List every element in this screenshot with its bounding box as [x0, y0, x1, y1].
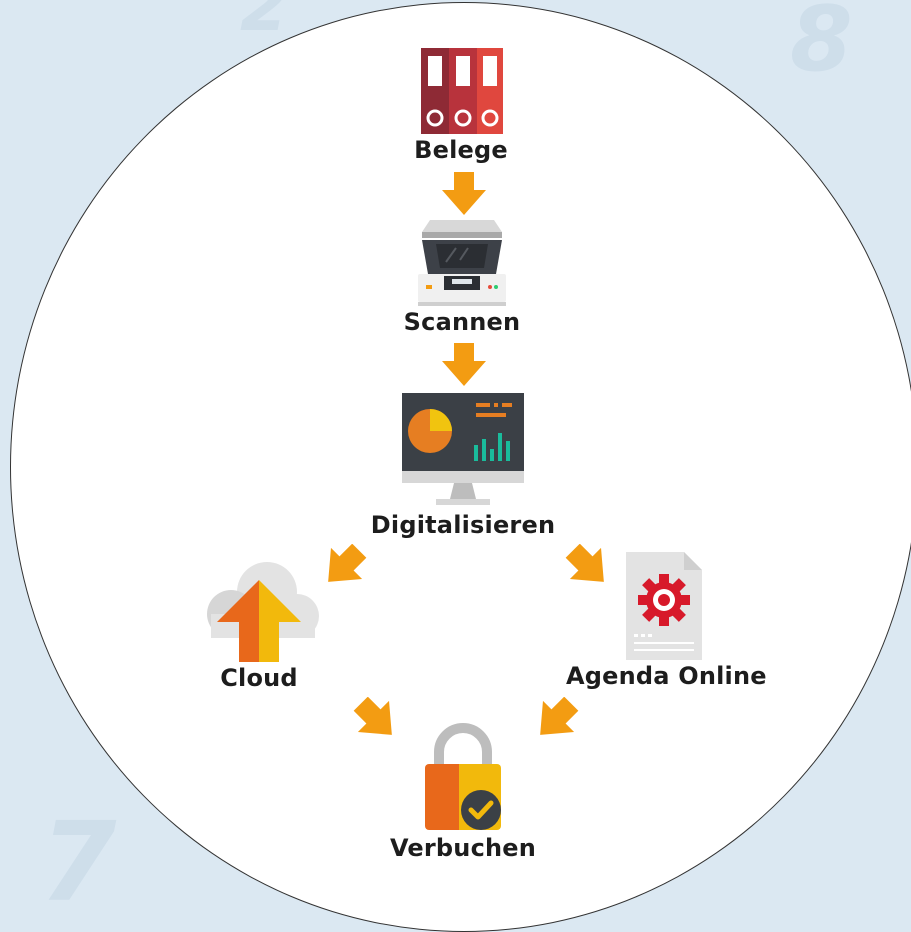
scannen-label: Scannen — [403, 308, 521, 336]
node-agenda-online: Agenda Online — [566, 550, 767, 690]
digitalisieren-label: Digitalisieren — [370, 511, 556, 539]
arrow-down-2 — [442, 343, 486, 386]
arrow-cloud-to-verbuchen — [353, 697, 392, 735]
monitor-chart-icon — [402, 393, 524, 505]
verbuchen-label: Verbuchen — [389, 834, 537, 862]
agenda-online-label: Agenda Online — [566, 662, 767, 690]
node-digitalisieren: Digitalisieren — [366, 393, 560, 539]
belege-label: Belege — [414, 136, 508, 164]
bg-digit-seven: 7 — [40, 798, 117, 911]
bg-digit-two: 2 — [240, 0, 289, 47]
padlock-check-icon — [425, 723, 501, 830]
background-pattern: 8 2 7 — [40, 0, 853, 911]
document-gear-icon — [626, 552, 702, 660]
cloud-upload-icon — [207, 562, 319, 662]
node-verbuchen: Verbuchen — [388, 722, 538, 862]
arrow-down-left — [328, 544, 367, 582]
node-cloud: Cloud — [196, 558, 322, 692]
arrow-agenda-to-verbuchen — [540, 697, 579, 735]
node-scannen: Scannen — [395, 218, 529, 336]
arrow-down-1 — [442, 172, 486, 215]
node-belege: Belege — [395, 46, 527, 164]
cloud-label: Cloud — [220, 664, 298, 692]
bg-digit-eight: 8 — [790, 0, 853, 92]
arrow-down-right — [565, 544, 604, 582]
scanner-icon — [418, 220, 506, 306]
binders-icon — [421, 48, 503, 134]
